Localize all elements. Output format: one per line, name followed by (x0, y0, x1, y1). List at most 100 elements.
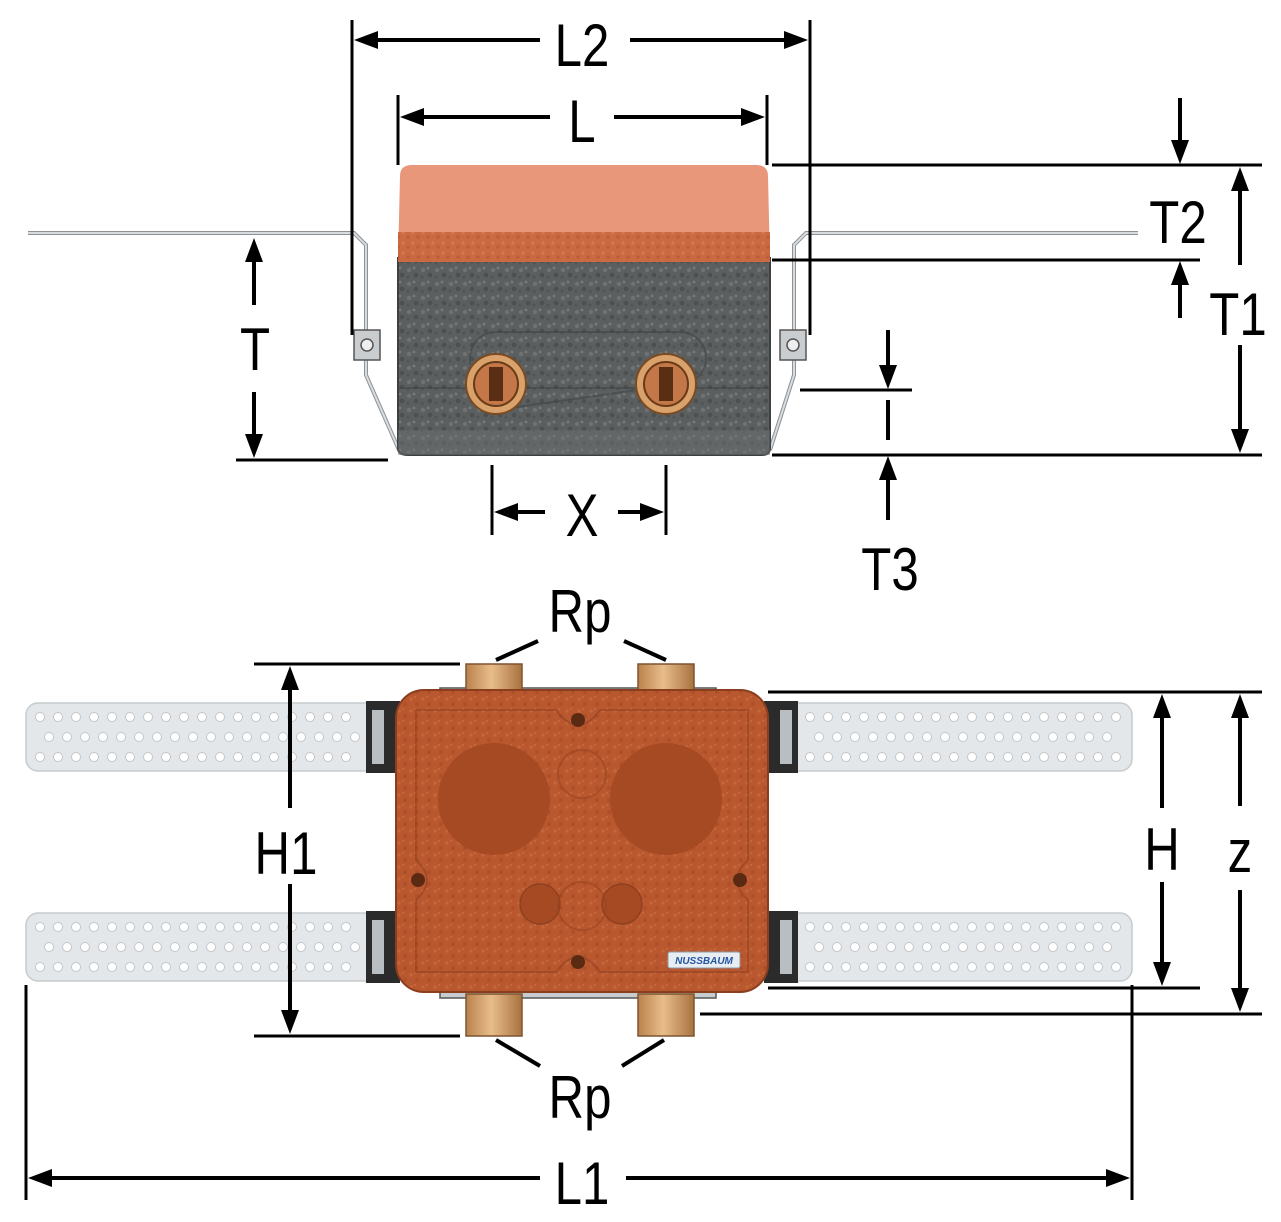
strap-hole (1111, 922, 1121, 932)
label-x: X (566, 481, 599, 549)
strap-hole (877, 922, 887, 932)
strap-hole (233, 712, 243, 722)
strap-hole (161, 922, 171, 932)
strap-hole (1021, 752, 1031, 762)
strap-hole (1075, 712, 1085, 722)
strap-hole (116, 732, 126, 742)
strap-hole (967, 712, 977, 722)
strap-hole (224, 942, 234, 952)
strap-hole (188, 942, 198, 952)
strap-hole (1039, 712, 1049, 722)
brand-plate-text: NUSSBAUM (675, 956, 733, 967)
label-t2: T2 (1149, 188, 1206, 256)
front-view: NUSSBAUM (25, 663, 1133, 1037)
strap-hole (895, 752, 905, 762)
strap-hole (886, 732, 896, 742)
strap-hole (850, 732, 860, 742)
strap-hole (814, 942, 824, 952)
strap-hole (985, 712, 995, 722)
strap-hole (188, 732, 198, 742)
strap-hole (341, 922, 351, 932)
strap-hole (35, 752, 45, 762)
dimension-l1: L1 (24, 985, 1134, 1217)
strap-hole (823, 712, 833, 722)
strap-hole (350, 732, 360, 742)
strap-hole (260, 942, 270, 952)
strap-hole (832, 942, 842, 952)
strap-hole (251, 922, 261, 932)
strap-holes (35, 712, 1121, 972)
strap-hole (269, 962, 279, 972)
strap-hole (71, 712, 81, 722)
mounting-bracket-right (768, 231, 1138, 451)
strap-hole (341, 962, 351, 972)
strap-hole (967, 752, 977, 762)
pipe-connection-right (635, 353, 697, 415)
strap-hole (197, 712, 207, 722)
strap-hole (931, 922, 941, 932)
strap-hole (260, 732, 270, 742)
strap-hole (805, 712, 815, 722)
strap-hole (877, 962, 887, 972)
strap-hole (179, 922, 189, 932)
strap-hole (949, 962, 959, 972)
strap-hole (904, 732, 914, 742)
strap-hole (98, 942, 108, 952)
strap-hole (922, 732, 932, 742)
strap-hole (71, 962, 81, 972)
strap-hole (1066, 732, 1076, 742)
strap-hole (985, 962, 995, 972)
label-t3: T3 (861, 535, 918, 603)
strap-hole (1102, 942, 1112, 952)
strap-hole (805, 962, 815, 972)
strap-hole (350, 942, 360, 952)
strap-hole (1021, 962, 1031, 972)
strap-hole (323, 922, 333, 932)
strap-hole (314, 732, 324, 742)
strap-hole (1030, 942, 1040, 952)
mounting-bracket-left (28, 231, 401, 451)
strap-hole (197, 922, 207, 932)
strap-hole (305, 752, 315, 762)
strap-hole (89, 922, 99, 932)
strap-hole (1003, 712, 1013, 722)
strap-hole (143, 752, 153, 762)
label-t1: T1 (1209, 280, 1266, 348)
strap-hole (296, 942, 306, 952)
strap-hole (823, 962, 833, 972)
strap-hole (251, 712, 261, 722)
strap-hole (868, 732, 878, 742)
dimension-t1: T1 (1209, 167, 1267, 453)
strap-hole (814, 732, 824, 742)
strap-hole (913, 922, 923, 932)
strap-hole (841, 922, 851, 932)
strap-hole (985, 922, 995, 932)
strap-hole (823, 922, 833, 932)
strap-hole (1093, 712, 1103, 722)
dimension-h: H (768, 690, 1262, 990)
strap-hole (44, 942, 54, 952)
label-l2: L2 (555, 11, 610, 79)
strap-hole (215, 922, 225, 932)
strap-hole (949, 712, 959, 722)
strap-hole (80, 732, 90, 742)
strap-hole (170, 942, 180, 952)
strap-hole (269, 922, 279, 932)
strap-hole (859, 712, 869, 722)
strap-hole (53, 962, 63, 972)
dimension-h1: H1 (254, 662, 460, 1038)
strap-hole (134, 942, 144, 952)
dimension-x: X (490, 465, 668, 549)
strap-hole (89, 752, 99, 762)
strap-hole (107, 712, 117, 722)
strap-hole (197, 962, 207, 972)
strap-hole (53, 712, 63, 722)
clamp-left-top (366, 701, 400, 773)
strap-hole (215, 962, 225, 972)
strap-hole (940, 732, 950, 742)
dimension-t: T (236, 238, 388, 462)
strap-hole (976, 942, 986, 952)
nussbaum-brand-plate: NUSSBAUM (667, 951, 741, 969)
strap-hole (1093, 752, 1103, 762)
strap-hole (170, 732, 180, 742)
